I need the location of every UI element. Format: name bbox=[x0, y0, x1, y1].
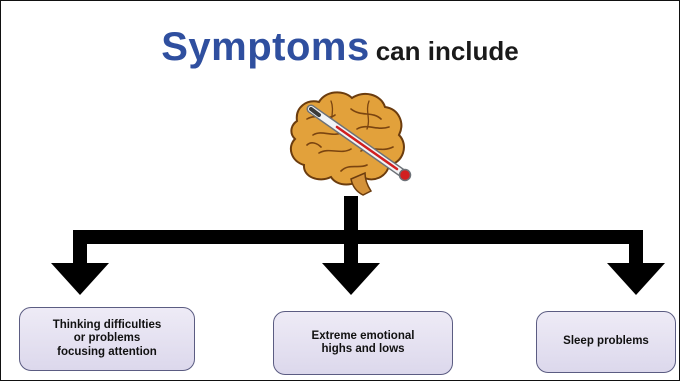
brain-with-thermometer-icon bbox=[291, 92, 411, 195]
symptom-2-line-1: Extreme emotional bbox=[312, 330, 415, 343]
connector-tree bbox=[51, 196, 665, 295]
symptom-3-line-1: Sleep problems bbox=[563, 335, 649, 348]
symptom-1-line-3: focusing attention bbox=[53, 346, 162, 359]
branch-middle bbox=[344, 241, 358, 264]
symptom-box-thinking: Thinking difficulties or problems focusi… bbox=[19, 307, 195, 371]
symptom-box-emotional: Extreme emotional highs and lows bbox=[273, 311, 453, 375]
symptom-box-sleep: Sleep problems bbox=[536, 311, 676, 373]
branch-right bbox=[629, 230, 643, 264]
branch-left bbox=[73, 230, 87, 264]
arrow-right bbox=[607, 263, 665, 295]
connector-stem bbox=[344, 196, 358, 234]
arrow-left bbox=[51, 263, 109, 295]
symptom-1-line-2: or problems bbox=[53, 332, 162, 345]
symptom-1-line-1: Thinking difficulties bbox=[53, 319, 162, 332]
arrow-middle bbox=[322, 263, 380, 295]
symptom-2-line-2: highs and lows bbox=[312, 343, 415, 356]
